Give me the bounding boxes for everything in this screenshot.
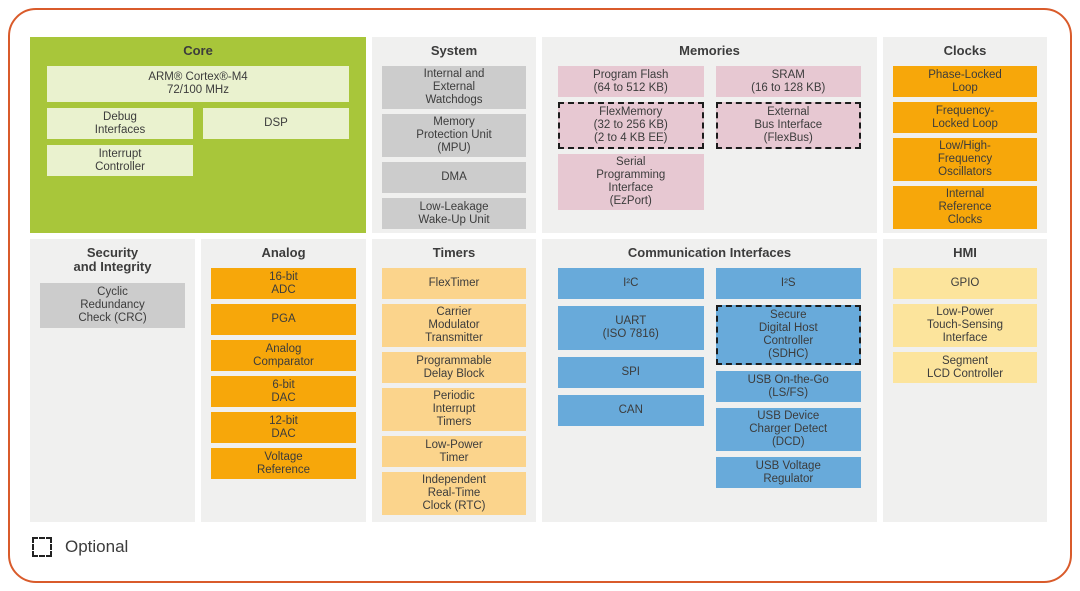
block-i2s: I²S <box>715 268 861 300</box>
block-analog-comparator: Analog Comparator <box>211 340 356 372</box>
legend-label: Optional <box>65 537 129 556</box>
block-interrupt-controller: Interrupt Controller <box>47 145 193 177</box>
block-dma: DMA <box>382 162 526 194</box>
section-clocks-title: Clocks <box>943 43 987 58</box>
section-core: Core ARM® Cortex®-M4 72/100 MHz Debug In… <box>30 37 366 233</box>
section-memories-title: Memories <box>679 43 740 58</box>
timers-blocks: FlexTimer Carrier Modulator Transmitter … <box>372 268 536 516</box>
block-flextimer: FlexTimer <box>382 268 526 300</box>
block-ezport: Serial Programming Interface (EzPort) <box>558 154 704 211</box>
block-can: CAN <box>558 395 704 427</box>
section-hmi-title: HMI <box>953 245 977 260</box>
memories-blocks: Program Flash (64 to 512 KB) FlexMemory … <box>542 66 877 211</box>
block-crc: Cyclic Redundancy Check (CRC) <box>40 282 185 328</box>
communication-left-column: I²C UART (ISO 7816) SPI CAN <box>558 268 704 427</box>
section-hmi: HMI GPIO Low-Power Touch-Sensing Interfa… <box>883 239 1047 522</box>
diagram-content: Core ARM® Cortex®-M4 72/100 MHz Debug In… <box>30 37 1047 557</box>
clocks-blocks: Phase-Locked Loop Frequency- Locked Loop… <box>883 66 1047 230</box>
section-memories: Memories Program Flash (64 to 512 KB) Fl… <box>542 37 877 233</box>
block-flexmemory-optional: FlexMemory (32 to 256 KB) (2 to 4 KB EE) <box>558 102 704 150</box>
block-fll: Frequency- Locked Loop <box>893 102 1037 134</box>
legend-optional: Optional <box>32 537 1047 557</box>
block-spi: SPI <box>558 357 704 389</box>
section-timers-title: Timers <box>432 245 476 260</box>
communication-blocks: I²C UART (ISO 7816) SPI CAN I²S Secure D… <box>542 268 877 489</box>
block-rtc: Independent Real-Time Clock (RTC) <box>382 472 526 516</box>
block-usb-voltage-regulator: USB Voltage Regulator <box>715 457 861 489</box>
block-program-flash: Program Flash (64 to 512 KB) <box>558 66 704 98</box>
section-system-title: System <box>430 43 478 58</box>
block-arm-cortex-m4: ARM® Cortex®-M4 72/100 MHz <box>47 66 349 103</box>
block-usb-dcd: USB Device Charger Detect (DCD) <box>715 408 861 452</box>
mcu-block-diagram: Core ARM® Cortex®-M4 72/100 MHz Debug In… <box>8 8 1072 583</box>
core-blocks: ARM® Cortex®-M4 72/100 MHz Debug Interfa… <box>30 66 366 177</box>
analog-blocks: 16-bit ADC PGA Analog Comparator 6-bit D… <box>201 268 366 480</box>
block-llwu: Low-Leakage Wake-Up Unit <box>382 198 526 230</box>
section-clocks: Clocks Phase-Locked Loop Frequency- Lock… <box>883 37 1047 233</box>
section-system: System Internal and External Watchdogs M… <box>372 37 536 233</box>
block-segment-lcd-controller: Segment LCD Controller <box>893 352 1037 384</box>
block-gpio: GPIO <box>893 268 1037 300</box>
block-dsp: DSP <box>203 108 349 140</box>
section-security-title: Security and Integrity <box>73 245 152 275</box>
block-oscillators: Low/High- Frequency Oscillators <box>893 138 1037 182</box>
section-security: Security and Integrity Cyclic Redundancy… <box>30 239 195 522</box>
block-internal-reference-clocks: Internal Reference Clocks <box>893 186 1037 230</box>
block-watchdogs: Internal and External Watchdogs <box>382 66 526 110</box>
section-core-title: Core <box>183 43 213 58</box>
block-uart: UART (ISO 7816) <box>558 306 704 351</box>
block-mpu: Memory Protection Unit (MPU) <box>382 114 526 158</box>
diagram-grid: Core ARM® Cortex®-M4 72/100 MHz Debug In… <box>30 37 1047 522</box>
memories-left-column: Program Flash (64 to 512 KB) FlexMemory … <box>558 66 704 211</box>
communication-right-column: I²S Secure Digital Host Controller (SDHC… <box>715 268 861 489</box>
block-low-power-timer: Low-Power Timer <box>382 436 526 468</box>
block-pga: PGA <box>211 304 356 336</box>
memories-right-column: SRAM (16 to 128 KB) External Bus Interfa… <box>715 66 861 150</box>
block-periodic-interrupt-timers: Periodic Interrupt Timers <box>382 388 526 432</box>
section-communication: Communication Interfaces I²C UART (ISO 7… <box>542 239 877 522</box>
section-analog-title: Analog <box>261 245 306 260</box>
block-sdhc-optional: Secure Digital Host Controller (SDHC) <box>715 305 861 366</box>
section-analog: Analog 16-bit ADC PGA Analog Comparator … <box>201 239 366 522</box>
block-voltage-reference: Voltage Reference <box>211 448 356 480</box>
block-12bit-dac: 12-bit DAC <box>211 412 356 444</box>
security-blocks: Cyclic Redundancy Check (CRC) <box>30 282 195 328</box>
block-pll: Phase-Locked Loop <box>893 66 1037 98</box>
block-touch-sensing-interface: Low-Power Touch-Sensing Interface <box>893 304 1037 348</box>
section-timers: Timers FlexTimer Carrier Modulator Trans… <box>372 239 536 522</box>
block-programmable-delay-block: Programmable Delay Block <box>382 352 526 384</box>
block-6bit-dac: 6-bit DAC <box>211 376 356 408</box>
block-16bit-adc: 16-bit ADC <box>211 268 356 300</box>
hmi-blocks: GPIO Low-Power Touch-Sensing Interface S… <box>883 268 1047 384</box>
block-usb-otg: USB On-the-Go (LS/FS) <box>715 371 861 403</box>
block-sram: SRAM (16 to 128 KB) <box>715 66 861 98</box>
block-flexbus-optional: External Bus Interface (FlexBus) <box>715 102 861 150</box>
system-blocks: Internal and External Watchdogs Memory P… <box>372 66 536 230</box>
section-communication-title: Communication Interfaces <box>627 245 792 260</box>
block-carrier-modulator-transmitter: Carrier Modulator Transmitter <box>382 304 526 348</box>
block-i2c: I²C <box>558 268 704 300</box>
block-debug-interfaces: Debug Interfaces <box>47 108 193 140</box>
optional-dashed-box-icon <box>32 537 52 557</box>
